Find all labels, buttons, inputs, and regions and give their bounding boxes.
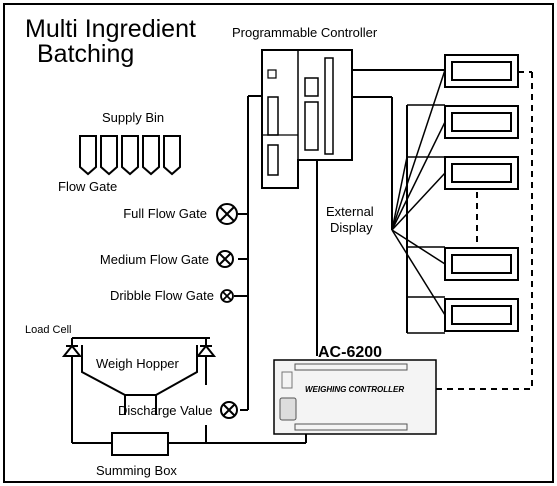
flow-gate-label: Flow Gate xyxy=(58,179,117,194)
display-icon xyxy=(444,105,519,139)
display-icon xyxy=(444,156,519,190)
controller-label: Programmable Controller xyxy=(232,25,378,40)
valve-icon xyxy=(220,401,238,419)
summing-box xyxy=(111,432,169,456)
display-icon xyxy=(444,298,519,332)
model-label: AC-6200 xyxy=(318,344,382,361)
valve-icon xyxy=(216,250,234,268)
valve-icon xyxy=(216,203,238,225)
load-cell-label: Load Cell xyxy=(25,324,71,336)
programmable-controller xyxy=(261,49,353,189)
bin-icon xyxy=(79,135,181,176)
dribble-flow-gate-label: Dribble Flow Gate xyxy=(110,288,214,303)
external-display-label-1: External xyxy=(326,204,374,219)
medium-flow-gate-label: Medium Flow Gate xyxy=(100,252,209,267)
valve-icon xyxy=(220,289,234,303)
discharge-label: Discharge Value xyxy=(118,403,212,418)
frame-border xyxy=(3,3,554,483)
summing-box-label: Summing Box xyxy=(96,463,177,478)
external-display-label-2: Display xyxy=(330,220,373,235)
supply-bin-label: Supply Bin xyxy=(102,110,164,125)
load-cell-icon xyxy=(195,344,217,357)
weigh-hopper-label: Weigh Hopper xyxy=(96,356,180,371)
title-line2: Batching xyxy=(37,40,134,68)
weighing-controller-device: WEIGHING CONTROLLER xyxy=(273,359,437,435)
weigh-hopper xyxy=(81,345,198,396)
display-icon xyxy=(444,54,519,88)
load-cell-icon xyxy=(61,344,83,357)
title-line1: Multi Ingredient xyxy=(25,15,196,43)
device-panel-text: WEIGHING CONTROLLER xyxy=(305,385,404,394)
full-flow-gate-label: Full Flow Gate xyxy=(123,206,207,221)
display-icon xyxy=(444,247,519,281)
